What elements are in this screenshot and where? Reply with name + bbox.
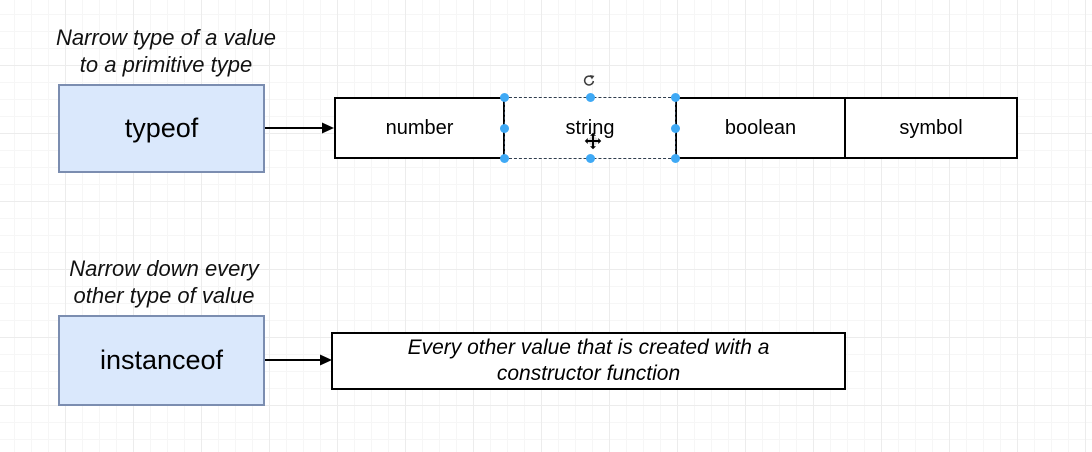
typeof-node[interactable]: typeof	[58, 84, 265, 173]
instanceof-result-line2: constructor function	[496, 362, 681, 385]
selection-handle-e[interactable]	[671, 124, 680, 133]
primitive-cell-string[interactable]: string	[505, 97, 675, 159]
instanceof-annotation-line2: other type of value	[73, 283, 255, 308]
typeof-annotation-line1: Narrow type of a value	[55, 25, 277, 50]
selection-handle-nw[interactable]	[500, 93, 509, 102]
instanceof-node-label: instanceof	[99, 345, 224, 375]
instanceof-annotation[interactable]: Narrow down every other type of value	[4, 255, 324, 309]
selection-handle-se[interactable]	[671, 154, 680, 163]
primitive-cell-symbol[interactable]: symbol	[844, 97, 1018, 159]
selection-handle-ne[interactable]	[671, 93, 680, 102]
primitive-label-number: number	[385, 116, 454, 139]
primitive-label-string: string	[565, 116, 615, 139]
selection-handle-n[interactable]	[586, 93, 595, 102]
selection-handle-w[interactable]	[500, 124, 509, 133]
primitive-cell-boolean[interactable]: boolean	[675, 97, 846, 159]
instanceof-result-node[interactable]: Every other value that is created with a…	[331, 332, 846, 390]
selection-handle-sw[interactable]	[500, 154, 509, 163]
primitive-cell-number[interactable]: number	[334, 97, 505, 159]
typeof-annotation-line2: to a primitive type	[79, 52, 253, 77]
typeof-annotation[interactable]: Narrow type of a value to a primitive ty…	[6, 24, 326, 78]
instanceof-node[interactable]: instanceof	[58, 315, 265, 406]
instanceof-annotation-line1: Narrow down every	[69, 256, 259, 281]
instanceof-result-line1: Every other value that is created with a	[407, 336, 770, 359]
primitive-label-symbol: symbol	[899, 116, 963, 139]
instanceof-arrow-connector[interactable]	[265, 352, 333, 368]
selection-handle-s[interactable]	[586, 154, 595, 163]
selection-outline[interactable]	[500, 93, 680, 163]
rotate-icon[interactable]	[582, 74, 596, 88]
typeof-arrow-connector[interactable]	[265, 120, 335, 136]
primitive-label-boolean: boolean	[724, 116, 797, 139]
typeof-node-label: typeof	[124, 113, 199, 143]
